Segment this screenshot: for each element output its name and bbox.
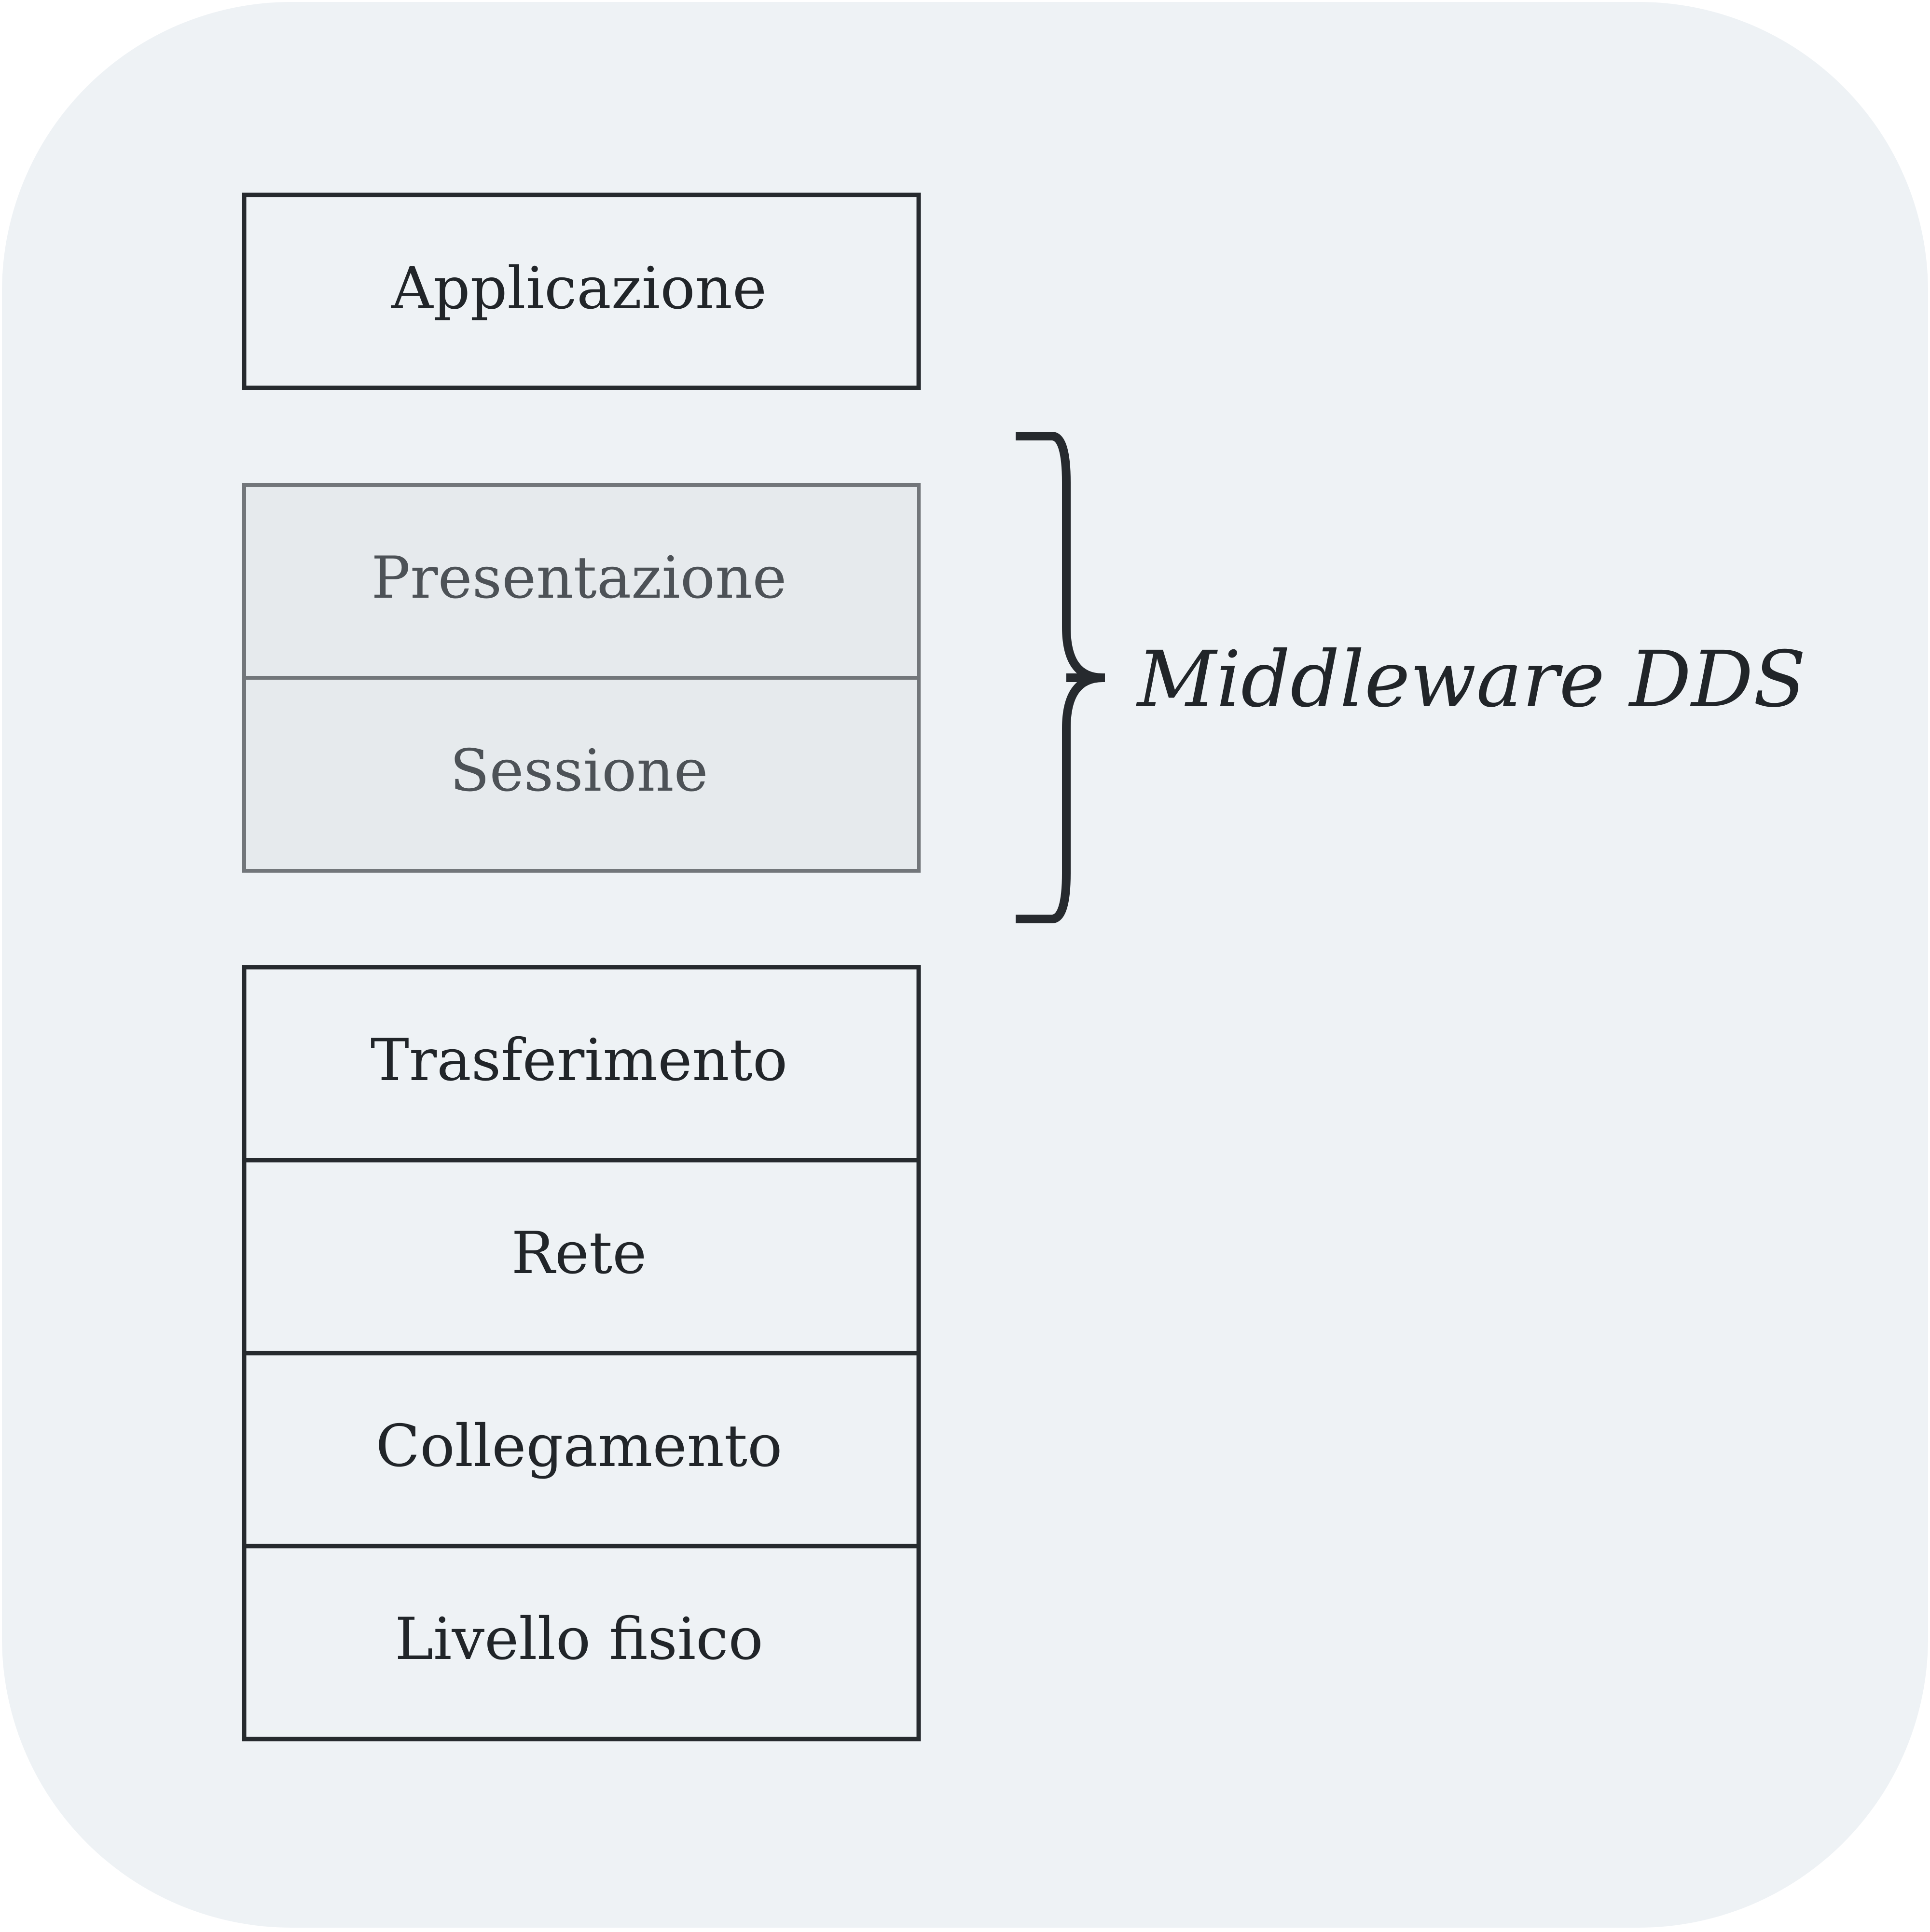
session-layer-label: Sessione <box>450 738 708 805</box>
data-link-layer-box <box>242 1351 921 1548</box>
network-layer-box <box>242 1158 921 1356</box>
middleware-bracket <box>1016 432 1105 923</box>
physical-layer-box <box>242 1544 921 1741</box>
presentation-layer-label: Presentazione <box>372 545 787 612</box>
application-layer-label: Applicazione <box>391 255 767 322</box>
application-layer-box <box>242 192 921 390</box>
network-layer-label: Rete <box>511 1220 647 1287</box>
physical-layer-label: Livello fisico <box>395 1606 763 1673</box>
data-link-layer-label: Collegamento <box>376 1413 783 1480</box>
middleware-label: Middleware DDS <box>1136 634 1806 725</box>
transport-layer-label: Trasferimento <box>371 1027 787 1094</box>
session-layer-box <box>242 676 921 873</box>
transport-layer-box <box>242 965 921 1163</box>
